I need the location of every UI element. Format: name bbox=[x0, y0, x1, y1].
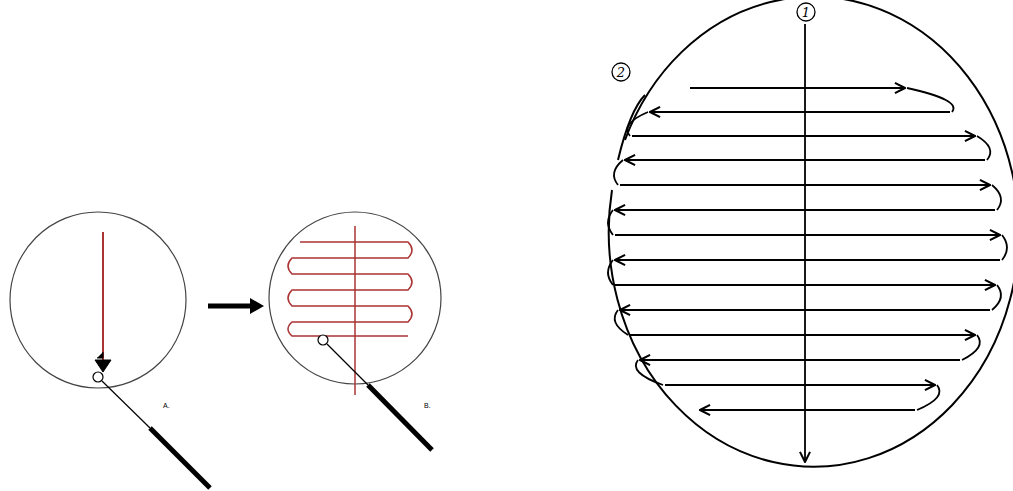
streak-zigzag bbox=[288, 242, 412, 336]
callout-circle bbox=[797, 3, 815, 21]
petri-dish bbox=[609, 0, 1013, 467]
streak-stroke bbox=[615, 310, 628, 335]
streak-stroke bbox=[614, 160, 623, 185]
streak-stroke bbox=[977, 136, 990, 160]
streak-line bbox=[102, 232, 104, 362]
dish-label: A. bbox=[163, 402, 170, 409]
inoculating-loop bbox=[93, 372, 103, 382]
streak-stroke bbox=[615, 259, 1000, 261]
process-arrow bbox=[250, 298, 264, 314]
streak-stroke bbox=[992, 185, 1001, 210]
loop-wire bbox=[102, 381, 150, 428]
streak-stroke bbox=[665, 384, 935, 386]
streak-stroke bbox=[1002, 235, 1007, 260]
callout-number: 2 bbox=[617, 66, 625, 79]
vertical-streak bbox=[804, 24, 806, 462]
streak-stroke bbox=[700, 409, 915, 411]
inoculating-loop bbox=[318, 335, 328, 345]
streak-stroke bbox=[608, 210, 613, 235]
petri-dish bbox=[10, 212, 186, 388]
streak-stroke bbox=[615, 234, 1000, 236]
streak-stroke bbox=[615, 209, 995, 211]
down-arrow bbox=[95, 352, 111, 372]
streak-stroke bbox=[917, 385, 940, 410]
streak-stroke bbox=[650, 111, 950, 113]
streak-stroke bbox=[620, 184, 990, 186]
streak-line bbox=[354, 226, 356, 395]
dish-label: B. bbox=[424, 402, 431, 409]
streak-stroke bbox=[690, 87, 905, 89]
streak-zigzag bbox=[608, 88, 1007, 410]
streak-stroke bbox=[620, 309, 990, 311]
streak-stroke bbox=[608, 260, 613, 285]
streak-stroke bbox=[640, 359, 960, 361]
callout-circle bbox=[612, 63, 630, 81]
streak-stroke bbox=[992, 285, 1001, 310]
streak-stroke bbox=[636, 360, 663, 385]
callout-number: 1 bbox=[802, 6, 810, 19]
streak-stroke bbox=[627, 112, 648, 136]
loop-handle bbox=[150, 428, 210, 488]
streak-stroke bbox=[615, 284, 995, 286]
streak-stroke bbox=[625, 159, 985, 161]
streak-stroke bbox=[632, 135, 975, 137]
loop-handle bbox=[368, 385, 432, 450]
streak-stroke bbox=[630, 334, 975, 336]
streak-stroke bbox=[962, 335, 980, 360]
streak-stroke bbox=[907, 88, 954, 112]
